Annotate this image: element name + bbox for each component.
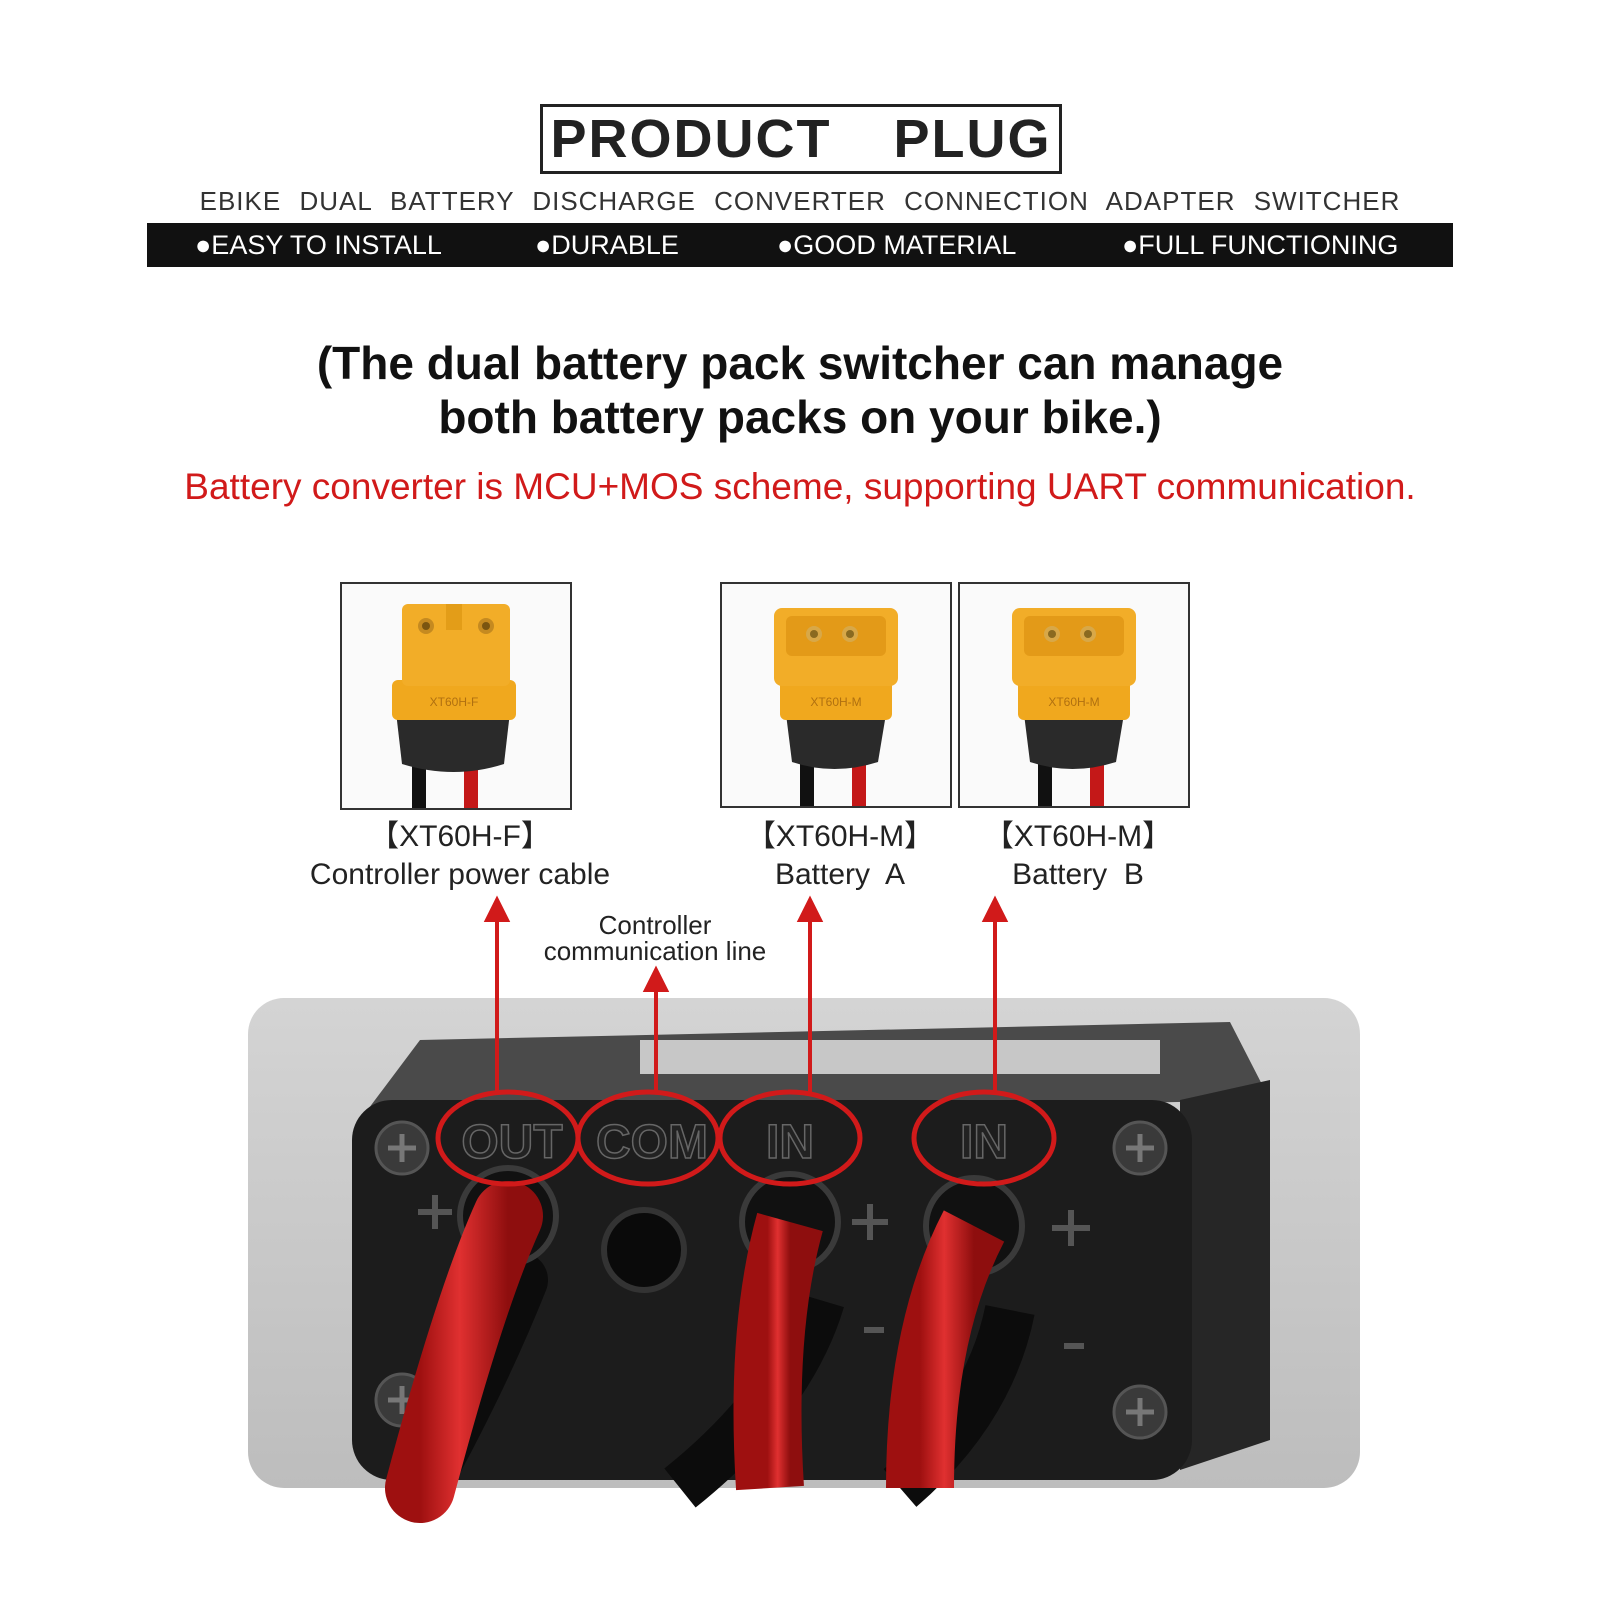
headline-line-2: both battery packs on your bike.): [438, 391, 1162, 443]
port-label-in-b: IN: [960, 1116, 1008, 1169]
arrow-icon: [483, 895, 1009, 1092]
com-port-hole: [601, 1207, 687, 1293]
headline-line-1: (The dual battery pack switcher can mana…: [316, 337, 1284, 389]
red-note: Battery converter is MCU+MOS scheme, sup…: [184, 466, 1416, 507]
red-cable-in-b: [886, 1210, 1005, 1489]
caption-label: Battery B: [1012, 858, 1144, 891]
xt60-female-plug-icon: XT60H-F: [392, 604, 516, 808]
comm-label-line-1: Controller: [598, 910, 712, 940]
headline: (The dual battery pack switcher can mana…: [100, 336, 1500, 444]
port-label-out: OUT: [461, 1116, 562, 1169]
feature-good-material: ●GOOD MATERIAL: [777, 229, 1017, 260]
comm-label-line-2: communication line: [543, 936, 767, 966]
caption-label: Controller power cable: [309, 858, 611, 891]
caption-code: 【XT60H-F】: [369, 820, 551, 853]
red-cable-in-a: [733, 1212, 823, 1491]
port-label-in-a: IN: [766, 1116, 814, 1169]
product-title-box: PRODUCT PLUG: [540, 104, 1062, 174]
caption-code: 【XT60H-M】: [983, 820, 1173, 853]
port-highlight-rings: [435, 1089, 1057, 1187]
product-title: PRODUCT PLUG: [550, 109, 1052, 169]
caption-code: 【XT60H-M】: [745, 820, 935, 853]
caption-battery-a: 【XT60H-M】 Battery A: [700, 818, 980, 894]
feature-easy-install: ●EASY TO INSTALL: [195, 229, 442, 260]
connector-photo-battery-b: XT60H-M: [958, 582, 1190, 808]
feature-bar: ●EASY TO INSTALL ●DURABLE ●GOOD MATERIAL…: [147, 223, 1453, 267]
connector-photo-battery-a: XT60H-M: [720, 582, 952, 808]
port-label-com: COM: [596, 1116, 708, 1169]
caption-battery-b: 【XT60H-M】 Battery B: [938, 818, 1218, 894]
xt60-male-plug-icon: XT60H-M: [1012, 608, 1136, 806]
svg-text:XT60H-F: XT60H-F: [430, 695, 479, 709]
xt60-male-plug-icon: XT60H-M: [774, 608, 898, 806]
caption-label: Battery A: [774, 858, 906, 891]
feature-durable: ●DURABLE: [535, 229, 679, 260]
comm-line-label: Controller communication line: [500, 912, 810, 964]
feature-full-functioning: ●FULL FUNCTIONING: [1122, 229, 1399, 260]
svg-text:XT60H-M: XT60H-M: [810, 695, 861, 709]
red-cable-out: [385, 1181, 543, 1523]
connector-photo-female: XT60H-F: [340, 582, 572, 810]
product-subtitle: EBIKE DUAL BATTERY DISCHARGE CONVERTER C…: [199, 186, 1401, 216]
caption-controller: 【XT60H-F】 Controller power cable: [260, 818, 660, 894]
svg-text:XT60H-M: XT60H-M: [1048, 695, 1099, 709]
